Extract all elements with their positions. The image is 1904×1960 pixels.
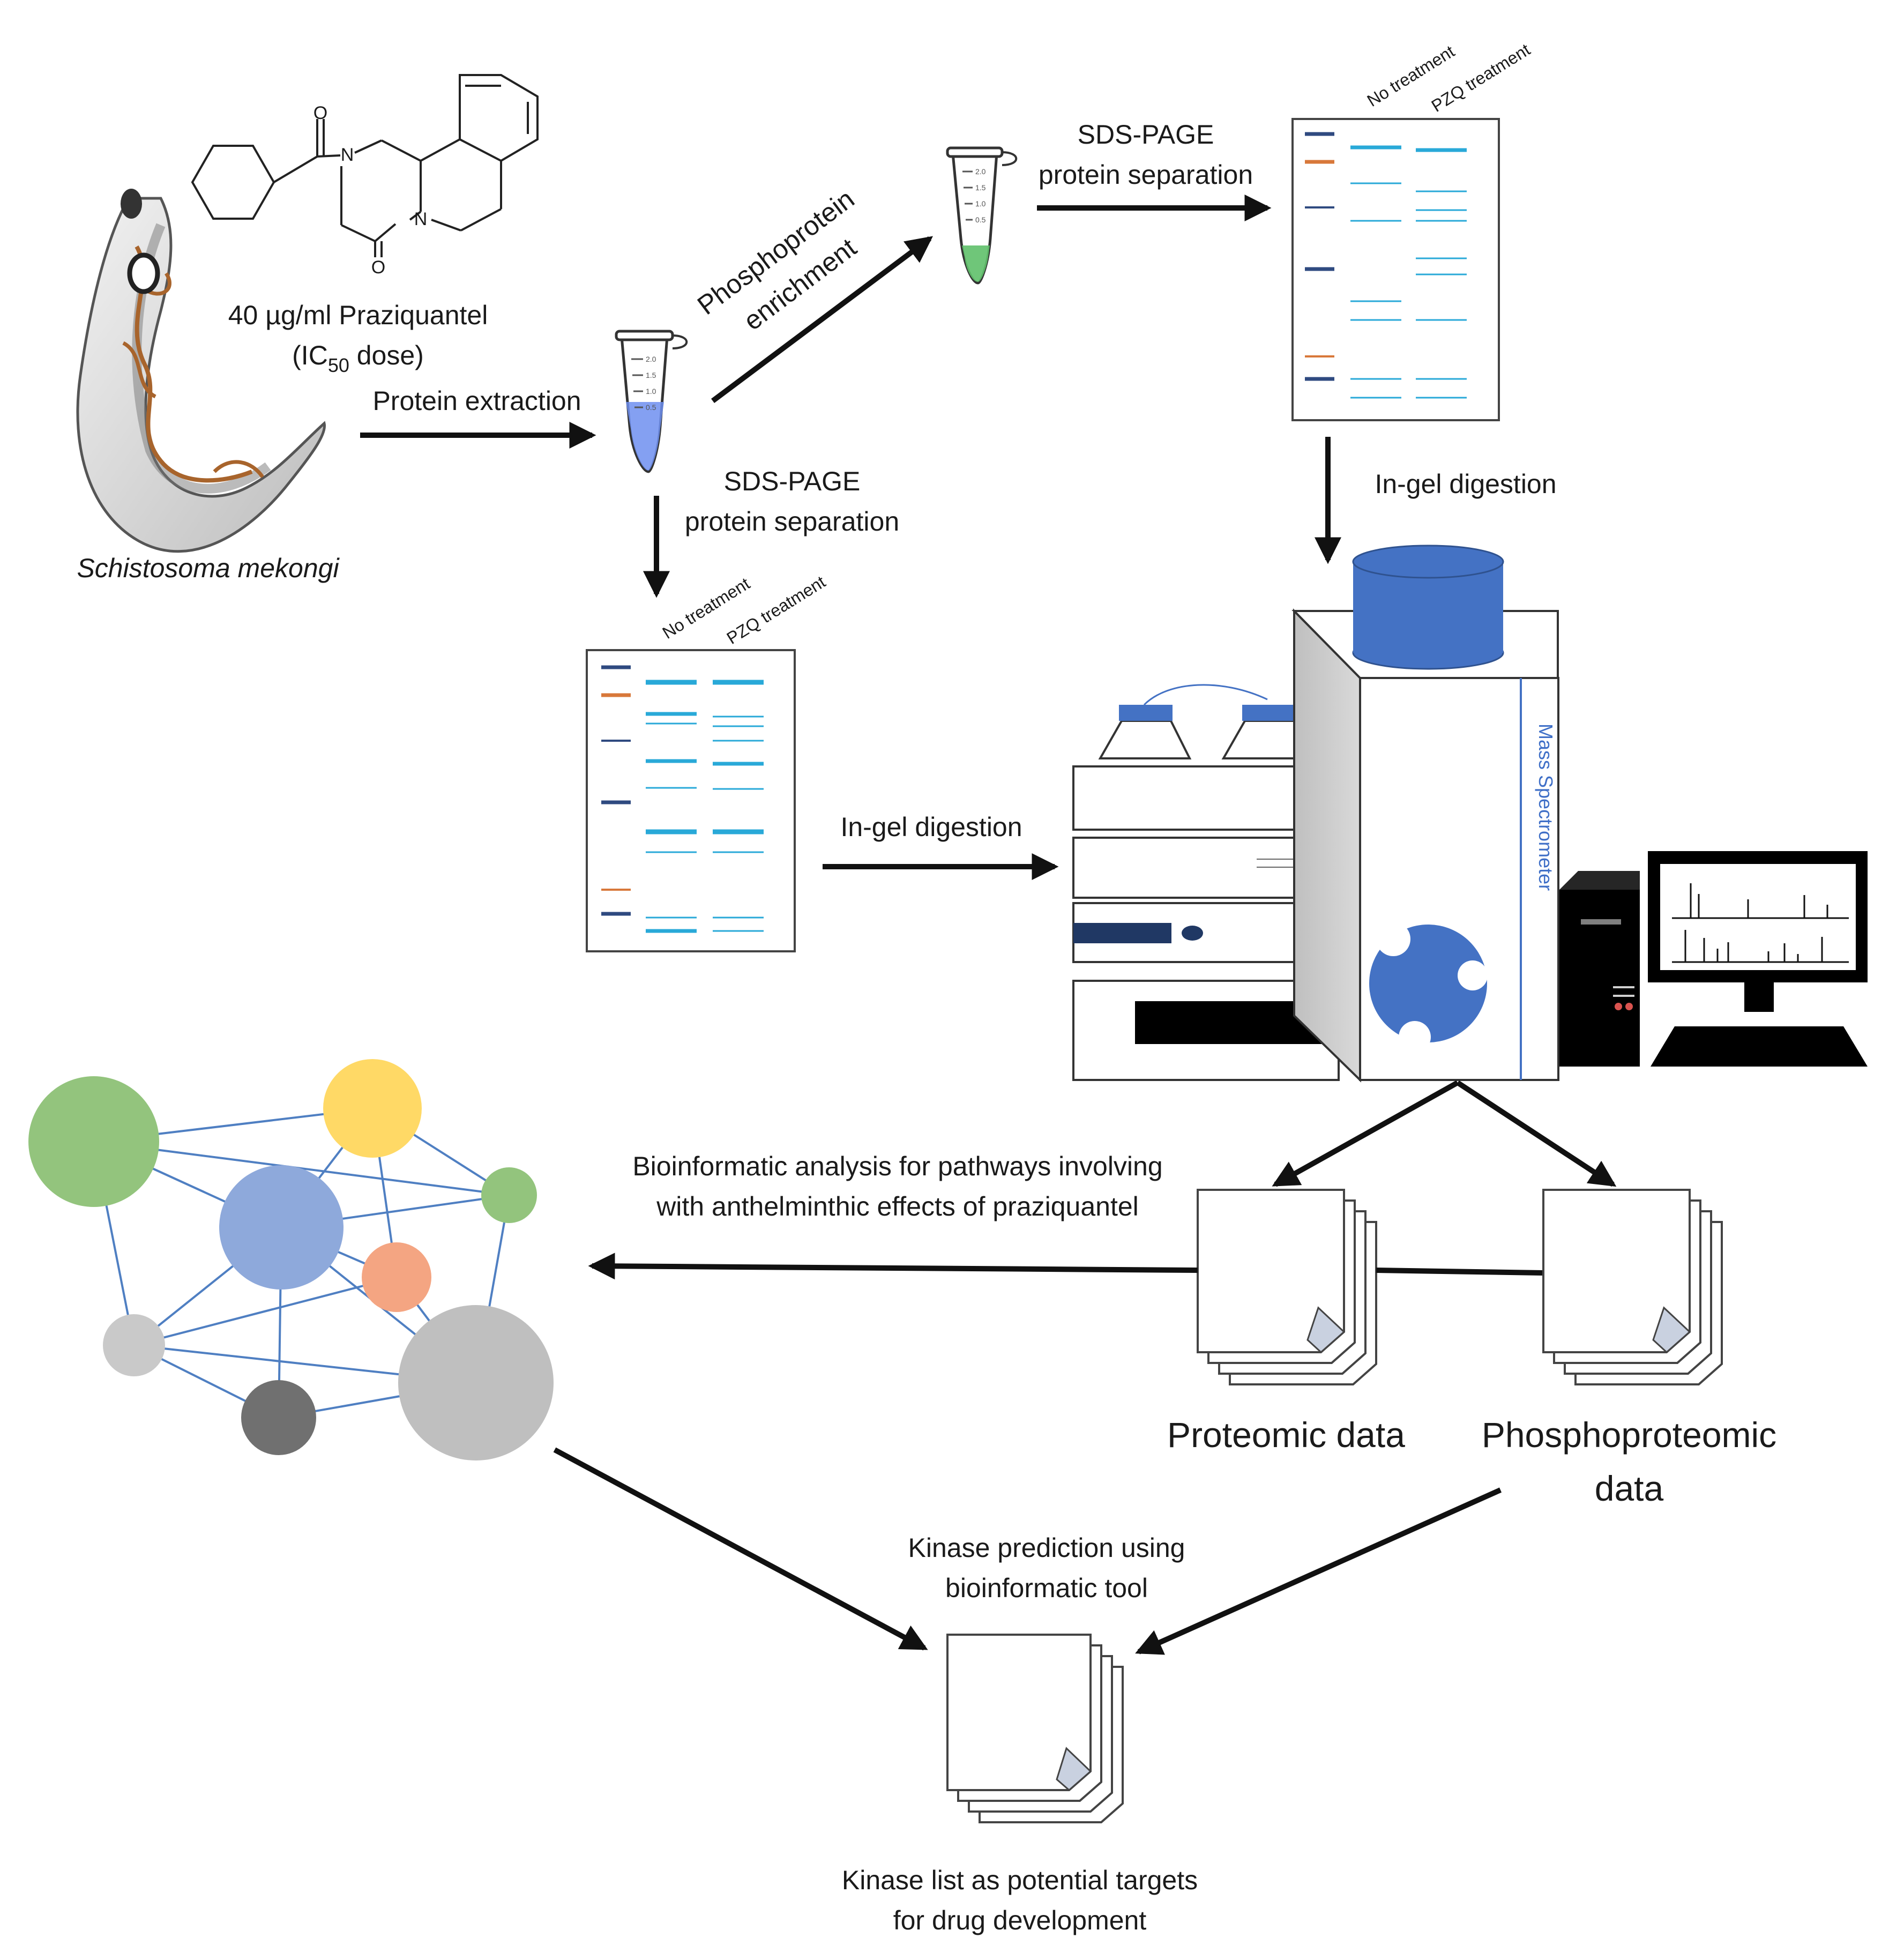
network-node (362, 1242, 431, 1312)
computer-workstation (1559, 851, 1868, 1067)
phosphoproteomic-data-label-line1: Phosphoproteomic (1482, 1415, 1776, 1455)
protein-extraction-label: Protein extraction (372, 386, 581, 416)
in-gel-digestion-bottom-label: In-gel digestion (840, 812, 1022, 842)
dose-label-line1: 40 µg/ml Praziquantel (228, 300, 488, 330)
kinase-list-documents (946, 1634, 1124, 1823)
mass-spectrometer-label: Mass Spectrometer (1535, 724, 1557, 891)
arrow-phospho-to-kinase (1135, 1487, 1502, 1655)
ms-logo (1369, 922, 1488, 1053)
network-nodes (28, 1059, 554, 1460)
spectrum-plot (1672, 883, 1849, 963)
svg-text:1.5: 1.5 (646, 371, 656, 379)
gel-top-ladder (1305, 132, 1334, 381)
svg-text:2.0: 2.0 (646, 355, 656, 363)
network-edge (133, 1276, 397, 1346)
network-node (219, 1165, 344, 1290)
phosphoproteomic-data-documents: Phosphoproteomic data (1482, 1189, 1776, 1508)
schistosoma-worm-illustration: Schistosoma mekongi (76, 189, 340, 583)
arrow-to-phosphoproteomic (1456, 1080, 1617, 1187)
svg-text:1.5: 1.5 (975, 183, 986, 192)
arrow-network-to-kinase (553, 1447, 928, 1651)
gel-bottom-lane-no-treatment (646, 680, 697, 933)
network-node (28, 1076, 159, 1207)
svg-text:O: O (371, 257, 385, 278)
solvent-bottles (1098, 684, 1360, 837)
kinase-list-label-line1: Kinase list as potential targets (842, 1865, 1198, 1895)
mass-spectrometer: Mass Spectrometer (1291, 545, 1559, 1083)
gel-top: No treatment PZQ treatment (1291, 40, 1534, 421)
praziquantel-atom-labels: O N N O (313, 103, 428, 278)
bioinfo-arrow (588, 1253, 1198, 1280)
svg-text:1.0: 1.0 (975, 199, 986, 208)
praziquantel-structure (191, 74, 539, 257)
network-edge (93, 1141, 510, 1196)
svg-text:N: N (341, 145, 354, 165)
bioinfo-label-line2: with anthelminthic effects of praziquant… (656, 1191, 1139, 1221)
kinase-prediction-label-line1: Kinase prediction using (908, 1533, 1185, 1563)
enrichment-arrow (711, 236, 934, 404)
sds-page-bottom-line1: SDS-PAGE (724, 466, 861, 496)
proteomic-data-documents: Proteomic data (1167, 1189, 1405, 1455)
proteomic-data-label: Proteomic data (1167, 1415, 1405, 1455)
svg-text:2.0: 2.0 (975, 167, 986, 176)
sample-tube-green: 2.0 1.5 1.0 0.5 (946, 146, 1018, 285)
bioinfo-label-line1: Bioinformatic analysis for pathways invo… (632, 1151, 1162, 1181)
arrow-to-proteomic (1272, 1080, 1459, 1187)
network-node (323, 1059, 422, 1158)
gel-bottom-lane-pzq-treatment (713, 680, 764, 932)
sds-page-bottom-line2: protein separation (685, 506, 899, 536)
svg-text:1.0: 1.0 (646, 387, 656, 396)
sds-page-top-line2: protein separation (1039, 160, 1253, 190)
sds-page-top-line1: SDS-PAGE (1078, 120, 1214, 150)
in-gel-digestion-top-label: In-gel digestion (1375, 469, 1556, 499)
organism-label: Schistosoma mekongi (77, 553, 340, 583)
network-node (481, 1167, 537, 1223)
data-connector-line (1376, 1268, 1544, 1276)
network-node (241, 1380, 316, 1455)
network-node (103, 1314, 165, 1376)
kinase-list-label-line2: for drug development (893, 1905, 1147, 1935)
network-node (398, 1305, 554, 1460)
svg-text:N: N (414, 209, 428, 229)
dose-label-line2: (IC50 dose) (292, 340, 424, 376)
svg-text:O: O (313, 103, 327, 123)
kinase-prediction-label-line2: bioinformatic tool (945, 1573, 1148, 1603)
gel-bottom-ladder (601, 665, 631, 916)
gel-top-lane-no-treatment (1350, 145, 1401, 399)
gel-top-lane-pzq-treatment (1416, 148, 1467, 399)
gel-bottom: No treatment PZQ treatment (586, 572, 829, 952)
lc-ms-instrument: Mass Spectrometer (1072, 545, 1559, 1083)
svg-text:0.5: 0.5 (646, 403, 656, 412)
pathway-network (28, 1059, 554, 1460)
phosphoproteomic-data-label-line2: data (1595, 1469, 1664, 1508)
sample-tube-blue: 2.0 1.5 1.0 0.5 (615, 330, 688, 473)
svg-text:0.5: 0.5 (975, 215, 986, 224)
